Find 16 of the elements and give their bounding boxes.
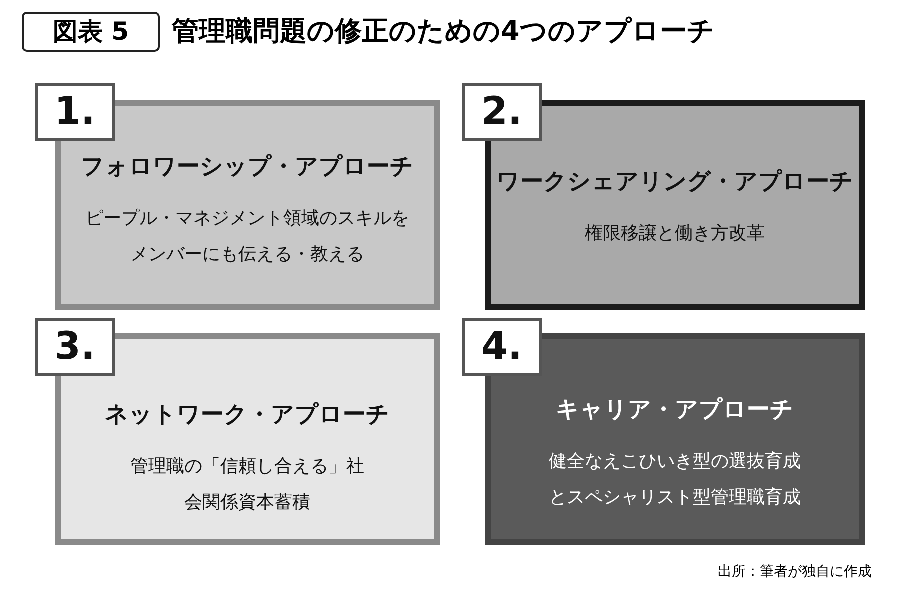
approach-heading: キャリア・アプローチ: [555, 396, 795, 425]
title: 管理職問題の修正のための4つのアプローチ: [172, 15, 715, 49]
approach-description: 管理職の「信頼し合える」社会関係資本蓄積: [130, 455, 365, 515]
approach-description: 健全なえこひいき型の選抜育成とスペシャリスト型管理職育成: [548, 450, 802, 510]
figure-number-label: 図表 5: [22, 12, 160, 52]
number-tag: 4.: [462, 318, 542, 376]
approach-description: 権限移譲と働き方改革: [584, 222, 766, 246]
approach-heading: ネットワーク・アプローチ: [104, 401, 391, 430]
approach-heading: フォロワーシップ・アプローチ: [80, 153, 415, 182]
number-tag: 3.: [35, 318, 115, 376]
approach-card: [485, 333, 865, 545]
approach-heading: ワークシェアリング・アプローチ: [496, 168, 854, 197]
approach-description: ピープル・マネジメント領域のスキルをメンバーにも伝える・教える: [84, 207, 410, 267]
source-note: 出所：筆者が独自に作成: [718, 563, 872, 581]
number-tag: 1.: [35, 83, 115, 141]
number-tag: 2.: [462, 83, 542, 141]
